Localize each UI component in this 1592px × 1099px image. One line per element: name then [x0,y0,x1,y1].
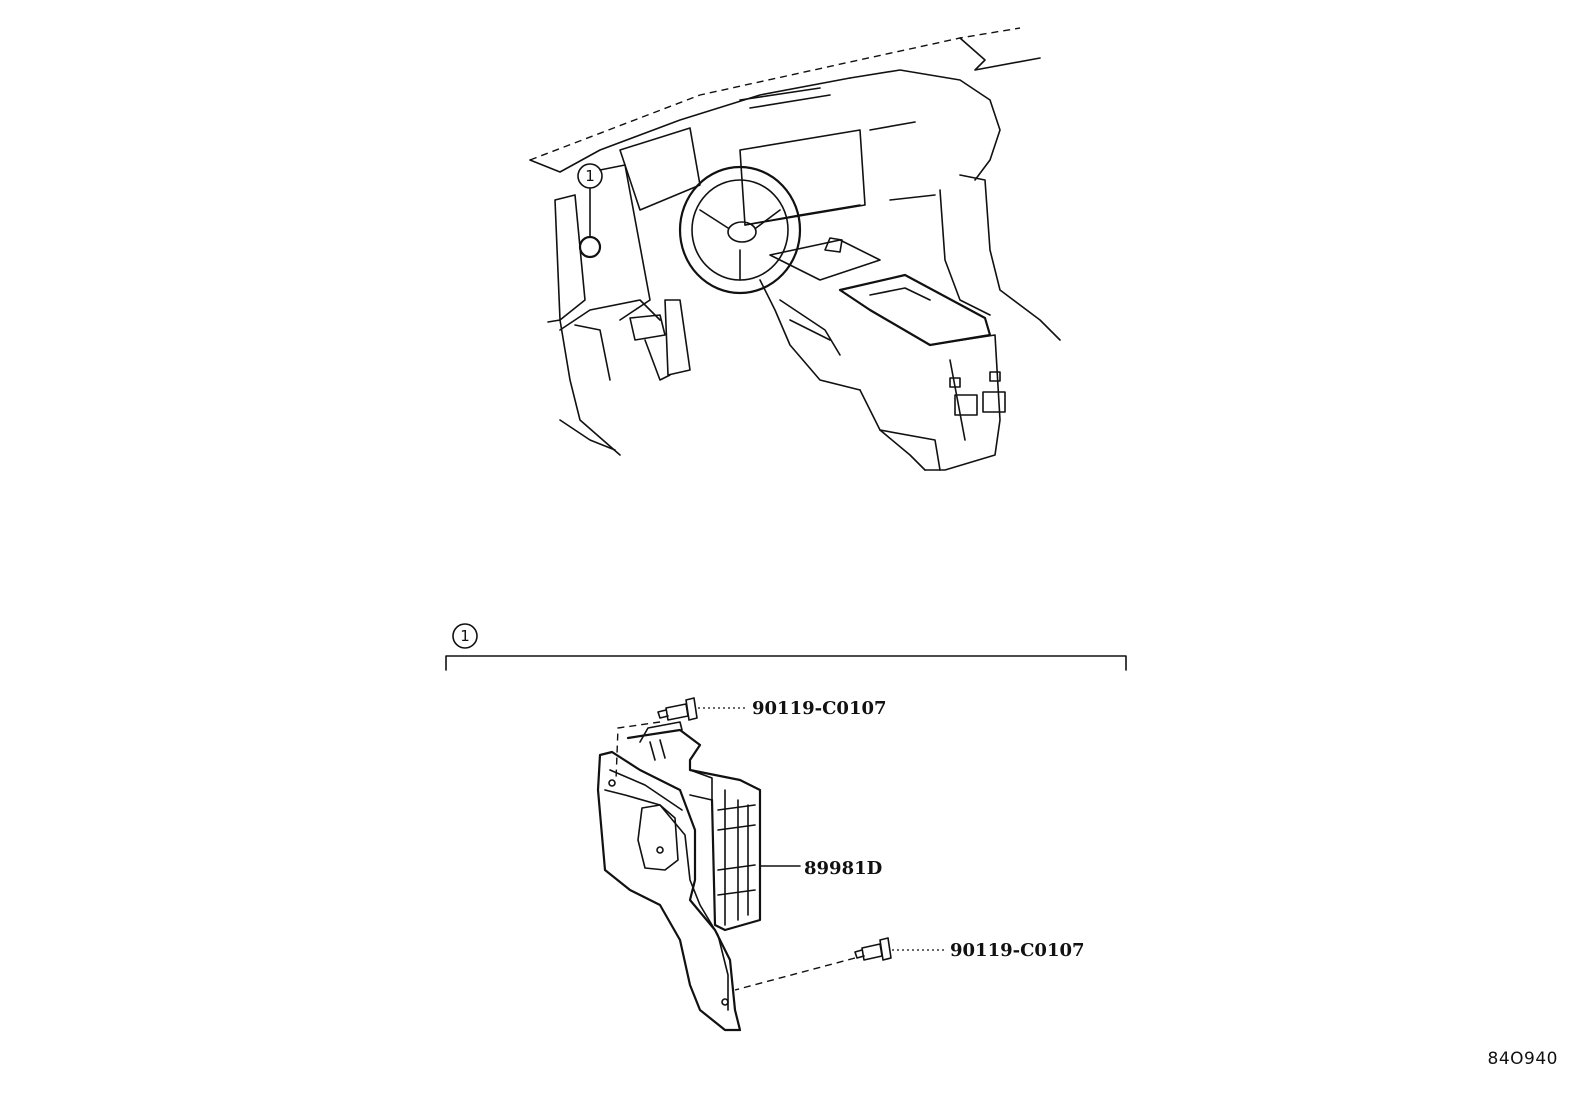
section-callout-number: 1 [460,627,470,645]
module-part-number: 89981D [804,858,882,879]
bolt-lower-illustration [734,937,946,991]
top-callout-1: 1 [577,163,603,189]
bolt-upper-illustration [615,697,748,781]
dashboard-overview-illustration [529,27,1061,471]
drawing-id: 84O940 [1487,1049,1558,1069]
bolt-lower-part-number: 90119-C0107 [950,940,1085,961]
module-bracket-illustration [596,721,762,1032]
module-location-marker [578,235,602,259]
bolt-upper-part-number: 90119-C0107 [752,698,887,719]
section-1-header: 1 [445,623,1127,671]
top-callout-number: 1 [585,167,595,185]
